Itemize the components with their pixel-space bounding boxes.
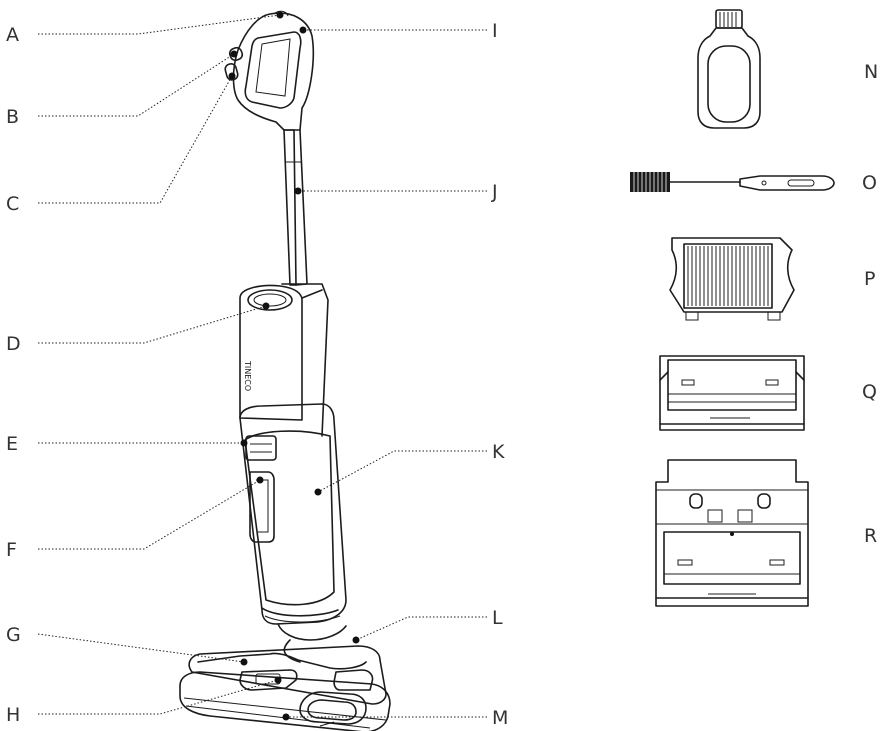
neck-joint xyxy=(277,623,347,663)
handle-shaft xyxy=(283,129,308,286)
hepa-filter xyxy=(669,237,795,321)
part-labels: A B C D E F G H I J K L M N O P Q R xyxy=(6,20,878,729)
label-p: P xyxy=(864,268,875,290)
brushroll-cover xyxy=(659,355,805,431)
label-o: O xyxy=(862,172,877,194)
label-e: E xyxy=(6,433,18,455)
label-d: D xyxy=(6,333,21,355)
svg-text:TINECO: TINECO xyxy=(243,360,252,391)
label-n: N xyxy=(864,61,878,83)
lower-body xyxy=(239,403,347,625)
label-j: J xyxy=(491,181,498,203)
label-i: I xyxy=(492,20,498,42)
label-g: G xyxy=(6,624,21,646)
handle-grip xyxy=(224,10,315,131)
label-f: F xyxy=(6,539,17,561)
label-c: C xyxy=(6,193,19,215)
label-b: B xyxy=(6,106,19,128)
label-q: Q xyxy=(862,381,877,403)
upper-body: TINECO xyxy=(239,283,329,437)
cleaning-brush-tool xyxy=(630,172,835,192)
label-l: L xyxy=(492,607,503,629)
wet-dry-vacuum-illustration: TINECO xyxy=(179,10,391,731)
label-m: M xyxy=(492,707,508,729)
label-r: R xyxy=(864,525,877,547)
cleaning-solution-bottle xyxy=(697,9,761,129)
label-h: H xyxy=(6,704,20,726)
floor-tray-cover xyxy=(655,459,809,607)
leader-lines xyxy=(37,11,487,721)
label-a: A xyxy=(6,24,19,46)
label-k: K xyxy=(492,441,505,463)
